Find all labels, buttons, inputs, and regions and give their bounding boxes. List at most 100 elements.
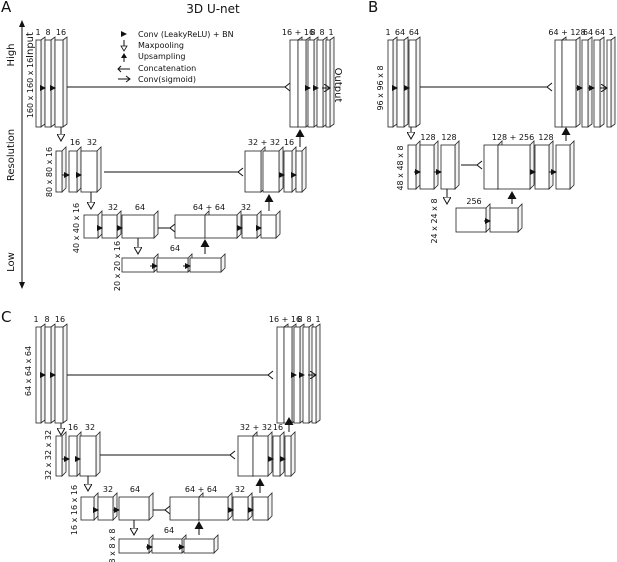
- count-label: 16: [56, 28, 66, 37]
- block-b-bot-in: [455, 207, 487, 233]
- sigmoid-arrow-icon: [125, 75, 131, 83]
- block-c-l1-concat-a: [237, 435, 254, 477]
- block-c-l2-32: [97, 496, 114, 521]
- axis-high-label: High: [6, 44, 17, 67]
- block-a-l1-concat-a: [244, 150, 262, 193]
- block-b-top-64b: [408, 39, 417, 128]
- block-b-top-64r-a: [581, 39, 589, 128]
- block-input: [35, 39, 42, 128]
- block-b-l1-out: [555, 144, 571, 190]
- block-b-top-concat-b: [561, 39, 577, 128]
- panel-b: 1 64 64 96 x 96 x 8 64 + 128 64 64 1: [376, 28, 616, 244]
- concat-icon: [237, 167, 244, 177]
- count-label: 8: [310, 28, 315, 37]
- count-label: 1: [315, 315, 320, 324]
- block-c-top-8: [44, 326, 52, 424]
- panel-letter-b: B: [368, 0, 378, 16]
- block-c-top-concat-a: [276, 326, 285, 424]
- concat-icon: [546, 82, 553, 92]
- size-label: 64 x 64 x 64: [24, 346, 33, 396]
- block-a-l1-16: [68, 150, 78, 193]
- block-c-l2-64: [118, 496, 150, 521]
- panel-c-level1-encoder: 16 32 32 x 32 x 32: [44, 423, 101, 480]
- count-label: 32: [87, 138, 97, 147]
- panel-c-level2-decoder: 64 + 64 32: [169, 485, 273, 521]
- panel-c-bottom: 64 8 x 8 x 8: [108, 526, 219, 562]
- block-a-bot-64b: [189, 257, 222, 273]
- block-b-output: [606, 39, 612, 128]
- block-a-bot-in: [121, 257, 155, 273]
- block-a-l2-concat-a: [174, 214, 206, 239]
- count-label: 256: [466, 197, 481, 206]
- size-label: 80 x 80 x 16: [45, 147, 54, 197]
- block-c-l2-concat-a: [169, 496, 200, 521]
- block-b-bot-256: [489, 207, 519, 233]
- count-label: 16: [68, 423, 78, 432]
- size-label: 20 x 20 x 16: [113, 241, 122, 291]
- block-c-bot-in: [118, 538, 150, 554]
- block-a-l2-in: [83, 214, 99, 239]
- count-label: 32: [103, 485, 113, 494]
- legend-label-concat: Concatenation: [138, 64, 196, 73]
- block-a-l2-32r: [241, 214, 258, 239]
- panel-a-level2-decoder: 64 + 64 32: [174, 203, 281, 239]
- count-label: 64: [164, 526, 174, 535]
- count-label: 1: [35, 28, 40, 37]
- panel-letter-c: C: [1, 308, 11, 326]
- count-label: 8: [319, 28, 324, 37]
- count-label: 8: [297, 315, 302, 324]
- panel-letter-a: A: [1, 0, 12, 16]
- axis-arrow-down-icon: [19, 282, 25, 289]
- concat-icon: [169, 223, 176, 233]
- legend-label-upsample: Upsampling: [138, 52, 185, 61]
- axis-low-label: Low: [6, 252, 17, 272]
- concat-icon: [284, 82, 291, 92]
- panel-a-level1-decoder: 32 + 32 16: [244, 138, 307, 193]
- panel-c-top-decoder: 16 + 16 8 8 1: [269, 315, 321, 424]
- resolution-axis: High Resolution Low: [6, 20, 25, 289]
- block-a-top-8b: [316, 39, 324, 128]
- block-a-l1-in: [55, 150, 63, 193]
- count-label: 16: [273, 423, 283, 432]
- block-c-bot-64b: [183, 538, 215, 554]
- panel-a: 1 8 16 160 x 160 x 16 16 + 16 8 8 1: [26, 28, 335, 291]
- panel-b-top-encoder: 1 64 64 96 x 96 x 8: [376, 28, 421, 128]
- concat-icon: [267, 370, 274, 380]
- panel-a-top-decoder: 16 + 16 8 8 1: [282, 28, 335, 128]
- size-label: 48 x 48 x 8: [396, 145, 405, 190]
- block-a-top-16: [54, 39, 64, 128]
- count-label: 64: [130, 485, 140, 494]
- count-label: 128: [441, 133, 456, 142]
- block-c-l1-concat-b: [252, 435, 269, 477]
- count-label: 32 + 32: [240, 423, 272, 432]
- size-label: 8 x 8 x 8: [108, 529, 117, 562]
- size-label: 16 x 16 x 16: [70, 485, 79, 535]
- concat-icon: [164, 505, 171, 515]
- size-label: 40 x 40 x 16: [72, 203, 81, 253]
- panel-a-level2-encoder: 32 64 40 x 40 x 16: [72, 203, 159, 253]
- block-c-l2-concat-b: [198, 496, 229, 521]
- legend-label-conv: Conv (LeakyReLU) + BN: [138, 30, 234, 39]
- count-label: 64 + 64: [193, 203, 225, 212]
- count-label: 8: [306, 315, 311, 324]
- count-label: 16 + 16: [282, 28, 314, 37]
- legend-label-maxpool: Maxpooling: [138, 41, 184, 50]
- count-label: 64: [170, 244, 180, 253]
- concat-icon: [117, 65, 122, 73]
- panel-b-top-decoder: 64 + 128 64 64 1: [548, 28, 616, 128]
- conv-arrow-icon: [121, 31, 127, 37]
- legend-label-sigmoid: Conv(sigmoid): [138, 75, 196, 84]
- count-label: 64: [583, 28, 593, 37]
- panel-b-level1-decoder: 128 + 256 128: [483, 133, 575, 190]
- count-label: 16: [70, 138, 80, 147]
- count-label: 16: [284, 138, 294, 147]
- block-b-l1-concat-a: [483, 144, 499, 190]
- count-label: 1: [608, 28, 613, 37]
- block-a-l2-out: [260, 214, 277, 239]
- block-b-top-64r-b: [593, 39, 601, 128]
- block-b-input: [387, 39, 394, 128]
- block-a-l2-concat-b: [204, 214, 238, 239]
- block-a-l1-out: [295, 150, 303, 193]
- block-c-l2-in: [80, 496, 95, 521]
